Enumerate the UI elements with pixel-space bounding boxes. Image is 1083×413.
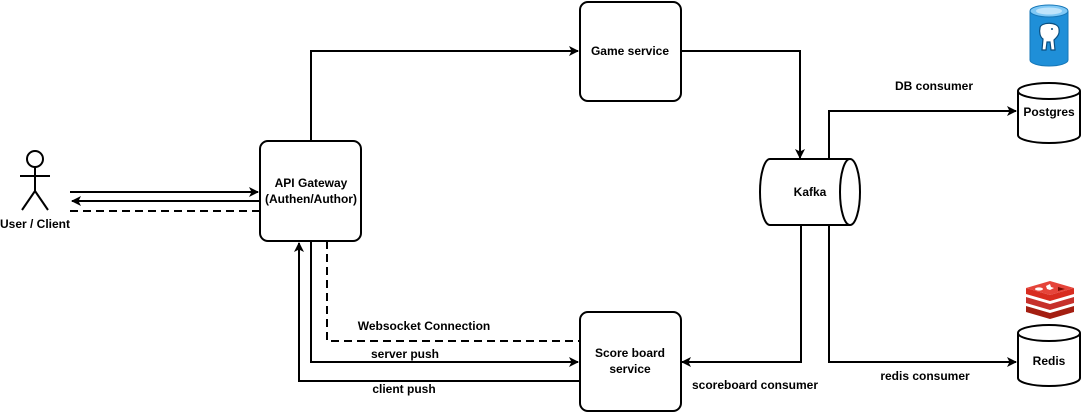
redis-icon: [1026, 281, 1074, 319]
kafka-to-scoreboard-arrow: [681, 225, 802, 367]
scoreboard-consumer-label: scoreboard consumer: [692, 378, 818, 392]
server-push-arrow: [310, 241, 579, 367]
game-service-label: Game service: [591, 44, 669, 58]
redis-label: Redis: [1033, 354, 1066, 368]
azure-postgresql-icon: [1029, 4, 1069, 67]
scoreboard-service-box[interactable]: [579, 311, 682, 412]
kafka-queue[interactable]: [759, 158, 861, 226]
kafka-label: Kafka: [794, 185, 827, 199]
websocket-connection-label: Websocket Connection: [358, 319, 490, 333]
postgres-cylinder-body: [1017, 91, 1081, 144]
client-push-label: client push: [372, 382, 435, 396]
redis-consumer-label: redis consumer: [880, 369, 970, 383]
client-push-arrow: [294, 242, 580, 382]
api-gateway-label: API Gateway: [275, 176, 348, 190]
actor-left-leg: [21, 190, 36, 211]
scoreboard-service-sublabel: service: [609, 362, 651, 376]
kafka-to-redis-arrow: [828, 225, 1017, 367]
user-client-label: User / Client: [0, 217, 70, 231]
connectors: [70, 46, 1017, 382]
postgres-label: Postgres: [1023, 105, 1075, 119]
gateway-to-game-arrow: [310, 46, 579, 141]
user-client-actor: [20, 150, 50, 211]
redis-cylinder-top: [1017, 324, 1081, 342]
actor-head: [26, 150, 44, 168]
postgres-database[interactable]: [1017, 82, 1081, 144]
server-push-label: server push: [371, 347, 439, 361]
postgres-cylinder-top: [1017, 82, 1081, 100]
api-gateway-box[interactable]: [259, 140, 362, 242]
api-gateway-sublabel: (Authen/Author): [265, 192, 357, 206]
db-consumer-label: DB consumer: [895, 79, 973, 93]
game-service-box[interactable]: [579, 1, 682, 102]
kafka-to-postgres-arrow: [828, 106, 1017, 159]
websocket-dashed-line: [326, 241, 580, 342]
redis-database[interactable]: [1017, 324, 1081, 387]
kafka-cylinder-end: [839, 158, 851, 226]
scoreboard-service-label: Score board: [595, 346, 665, 360]
actor-right-leg: [34, 190, 49, 211]
game-to-kafka-arrow: [681, 50, 805, 159]
redis-cylinder-body: [1017, 333, 1081, 387]
